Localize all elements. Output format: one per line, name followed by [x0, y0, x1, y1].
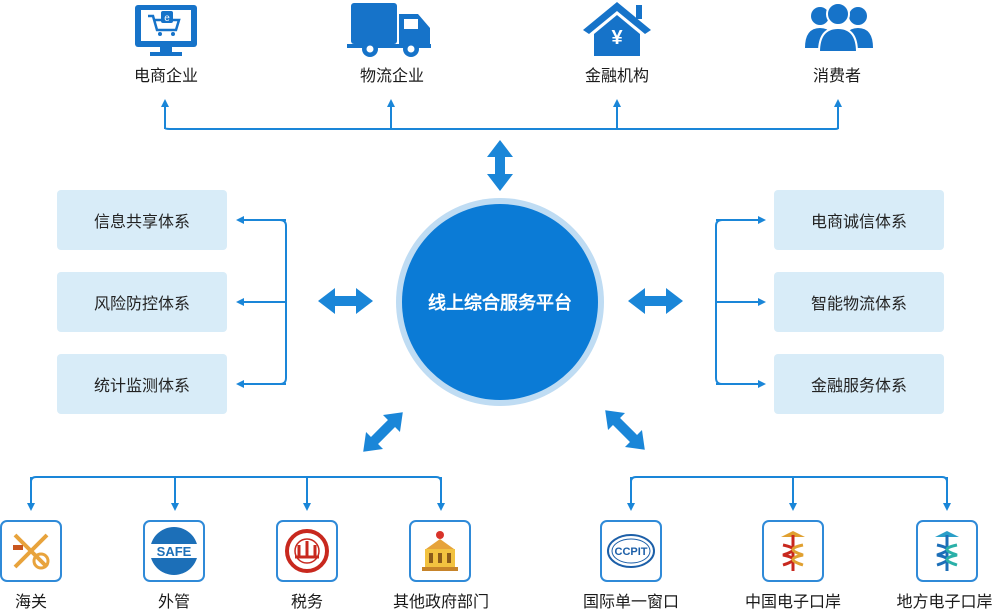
top-node-label-3: 金融机构: [584, 66, 649, 85]
top-bus-line: [164, 127, 839, 130]
ccpit-logo-icon: CCPIT: [600, 520, 662, 582]
right-box-finance: 金融服务体系: [774, 354, 944, 414]
bottom-right-label-3: 地方电子口岸: [896, 592, 993, 611]
left-box-statistics: 统计监测体系: [57, 354, 227, 414]
bottom-right-bus: [630, 476, 948, 496]
svg-text:CCPIT: CCPIT: [615, 546, 648, 558]
double-arrow-left: [318, 288, 373, 314]
double-arrow-right: [628, 288, 683, 314]
right-box-credit: 电商诚信体系: [774, 190, 944, 250]
center-platform-circle: 线上综合服务平台: [402, 204, 598, 400]
svg-text:SAFE: SAFE: [157, 544, 192, 559]
government-building-icon: [409, 520, 471, 582]
left-box-info-sharing: 信息共享体系: [57, 190, 227, 250]
top-node-label-2: 物流企业: [359, 66, 424, 85]
double-arrow-bottom-left: [363, 412, 403, 452]
china-eport-emblem-icon: [762, 520, 824, 582]
safe-logo-icon: SAFE: [143, 520, 205, 582]
bottom-left-label-1: 海关: [14, 592, 47, 611]
left-box-risk-control: 风险防控体系: [57, 272, 227, 332]
bottom-left-bus: [30, 476, 442, 496]
svg-text:e: e: [164, 13, 170, 24]
svg-text:¥: ¥: [611, 27, 623, 49]
bottom-left-label-4: 其他政府部门: [392, 592, 489, 611]
ecommerce-computer-icon: e: [135, 5, 197, 56]
local-eport-emblem-icon: [916, 520, 978, 582]
bottom-left-label-3: 税务: [290, 592, 323, 611]
right-box-logistics: 智能物流体系: [774, 272, 944, 332]
tax-emblem-icon: [276, 520, 338, 582]
top-node-label-4: 消费者: [812, 66, 861, 85]
center-platform-label: 线上综合服务平台: [428, 293, 572, 314]
consumer-group-icon: [805, 2, 873, 53]
customs-emblem-icon: [0, 520, 62, 582]
double-arrow-bottom-right: [605, 410, 645, 450]
delivery-truck-icon: [347, 3, 431, 57]
top-node-label-1: 电商企业: [133, 66, 198, 85]
bottom-left-label-2: 外管: [157, 592, 190, 611]
bottom-right-label-1: 国际单一窗口: [582, 592, 679, 611]
double-arrow-top: [487, 140, 513, 191]
bottom-right-label-2: 中国电子口岸: [744, 592, 841, 611]
bank-yen-house-icon: ¥: [583, 2, 651, 56]
